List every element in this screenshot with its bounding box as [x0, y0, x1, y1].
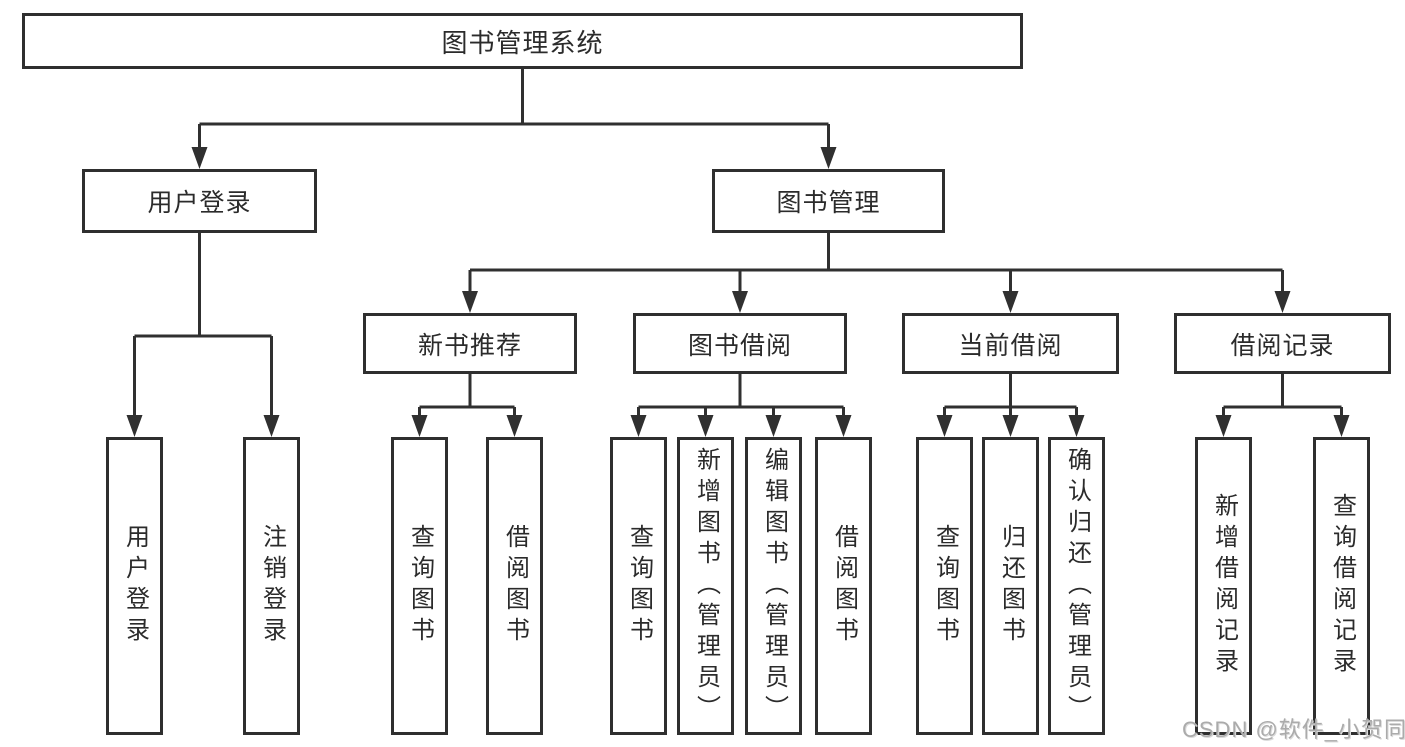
node-leaf-query-books-2: 查询图书 [610, 437, 667, 735]
arrow-down-icon [835, 415, 852, 437]
arrow-down-icon [820, 147, 837, 169]
arrow-down-icon [1068, 415, 1085, 437]
node-leaf-query-books-3-label: 查询图书 [931, 524, 959, 648]
node-leaf-user-login-label: 用户登录 [121, 524, 149, 648]
node-leaf-borrow-books-1-label: 借阅图书 [501, 524, 529, 648]
node-leaf-query-borrow-record: 查询借阅记录 [1313, 437, 1370, 735]
connector-bookmgmt-to-level3 [468, 233, 1284, 292]
node-leaf-add-borrow-record: 新增借阅记录 [1195, 437, 1252, 735]
node-leaf-borrow-books-1: 借阅图书 [486, 437, 543, 735]
node-root-label: 图书管理系统 [441, 27, 604, 58]
node-leaf-query-borrow-record-label: 查询借阅记录 [1328, 493, 1356, 679]
node-leaf-confirm-return-admin: 确认归还（管理员） [1048, 437, 1105, 735]
node-book-management-label: 图书管理 [776, 189, 881, 217]
node-borrow-records-label: 借阅记录 [1230, 331, 1335, 360]
node-leaf-query-books-1: 查询图书 [391, 437, 448, 735]
arrow-down-icon [1274, 291, 1291, 313]
arrow-down-icon [1002, 415, 1019, 437]
node-book-borrow: 图书借阅 [633, 313, 847, 374]
node-leaf-return-books: 归还图书 [982, 437, 1039, 735]
node-leaf-query-books-3: 查询图书 [916, 437, 973, 735]
connector-newbook-to-leaves [418, 374, 516, 416]
node-leaf-edit-books-admin-label: 编辑图书（管理员） [760, 446, 788, 726]
arrow-down-icon [1002, 291, 1019, 313]
node-new-book-recommend-label: 新书推荐 [417, 331, 522, 360]
node-current-borrow-label: 当前借阅 [958, 331, 1063, 360]
connector-borrowrecords-to-leaves [1222, 374, 1343, 416]
node-leaf-query-books-2-label: 查询图书 [625, 524, 653, 648]
arrow-down-icon [936, 415, 953, 437]
arrow-down-icon [732, 291, 748, 313]
connector-currentborrow-to-leaves [943, 374, 1078, 416]
node-leaf-return-books-label: 归还图书 [997, 524, 1025, 648]
node-leaf-edit-books-admin: 编辑图书（管理员） [745, 437, 802, 735]
node-user-login: 用户登录 [82, 169, 317, 233]
arrow-down-icon [697, 415, 714, 437]
node-leaf-add-books-admin-label: 新增图书（管理员） [692, 446, 720, 726]
node-leaf-borrow-books-2: 借阅图书 [815, 437, 872, 735]
node-leaf-add-borrow-record-label: 新增借阅记录 [1210, 493, 1238, 679]
connector-root-to-level2 [198, 69, 830, 148]
arrow-down-icon [411, 415, 428, 437]
node-user-login-label: 用户登录 [147, 189, 252, 217]
node-book-borrow-label: 图书借阅 [687, 331, 792, 360]
node-leaf-borrow-books-2-label: 借阅图书 [830, 524, 858, 648]
arrow-down-icon [1333, 415, 1350, 437]
arrow-down-icon [506, 415, 523, 437]
csdn-watermark: CSDN @软件_小贺同学 [1182, 717, 1405, 742]
arrow-down-icon [1215, 415, 1232, 437]
node-leaf-logout: 注销登录 [243, 437, 300, 735]
node-current-borrow: 当前借阅 [902, 313, 1119, 374]
node-leaf-query-books-1-label: 查询图书 [406, 524, 434, 648]
arrow-down-icon [191, 147, 208, 169]
node-root: 图书管理系统 [22, 13, 1023, 69]
arrow-down-icon [263, 415, 280, 437]
arrow-down-icon [126, 415, 143, 437]
arrow-down-icon [462, 291, 478, 313]
node-book-management: 图书管理 [712, 169, 945, 233]
node-leaf-confirm-return-admin-label: 确认归还（管理员） [1063, 446, 1091, 726]
arrow-down-icon [765, 415, 782, 437]
arrow-down-icon [630, 415, 647, 437]
node-leaf-add-books-admin: 新增图书（管理员） [677, 437, 734, 735]
node-leaf-user-login: 用户登录 [106, 437, 163, 735]
node-new-book-recommend: 新书推荐 [363, 313, 577, 374]
node-borrow-records: 借阅记录 [1174, 313, 1391, 374]
node-leaf-logout-label: 注销登录 [258, 524, 286, 648]
connector-userlogin-to-leaves [133, 233, 273, 416]
connector-bookborrow-to-leaves [637, 374, 845, 416]
